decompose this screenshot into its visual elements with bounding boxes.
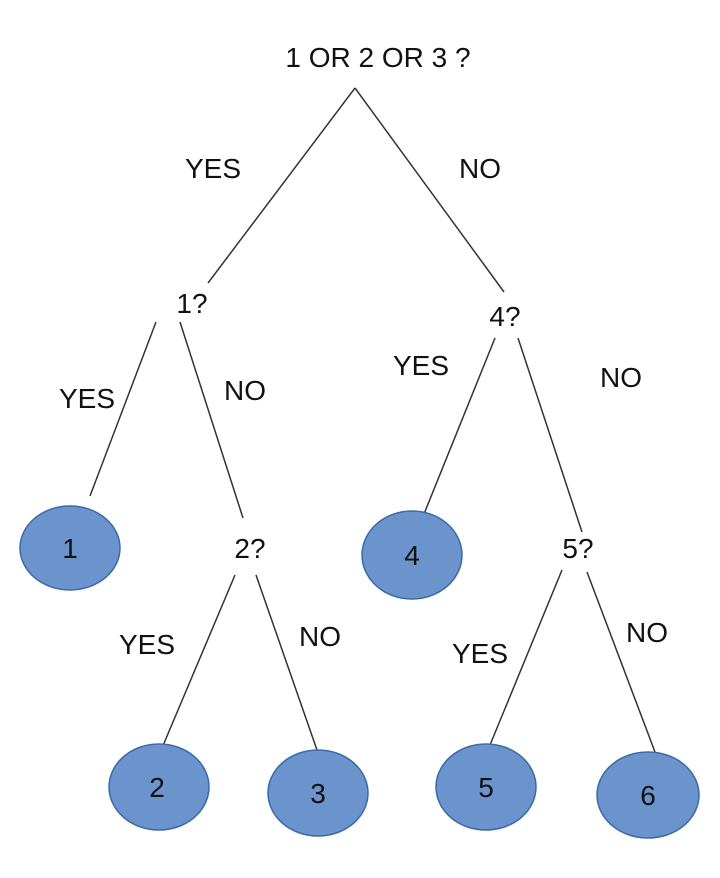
question-1: 1?: [176, 288, 207, 319]
leaf-node-3: 3: [267, 749, 369, 837]
leaf-label-1: 1: [62, 533, 78, 564]
edge-label-q2-no: NO: [299, 621, 341, 652]
root-question: 1 OR 2 OR 3 ?: [285, 42, 470, 73]
leaf-label-6: 6: [640, 780, 656, 811]
edge-label-q4-yes: YES: [393, 350, 449, 381]
leaf-node-5: 5: [435, 743, 537, 831]
leaf-label-2: 2: [149, 772, 165, 803]
edge-label-q5-yes: YES: [452, 638, 508, 669]
edge-label-q5-no: NO: [626, 617, 668, 648]
leaf-ellipse-6: [596, 751, 700, 839]
leaf-node-6: 6: [596, 751, 700, 839]
edge-label-root-no: NO: [459, 153, 501, 184]
edge-label-root-yes: YES: [185, 153, 241, 184]
edge-label-q2-yes: YES: [119, 629, 175, 660]
edge-q2-to-leaf2: [161, 574, 236, 749]
leaf-ellipse-4: [361, 510, 463, 600]
leaf-label-4: 4: [404, 540, 420, 571]
edge-q1-to-leaf1: [89, 321, 157, 497]
leaf-label-3: 3: [310, 778, 326, 809]
edge-label-q1-yes: YES: [59, 383, 115, 414]
leaf-ellipse-1: [19, 505, 121, 591]
question-2: 2?: [234, 533, 265, 564]
edge-q2-to-leaf3: [255, 574, 318, 751]
leaf-ellipse-3: [267, 749, 369, 837]
leaf-ellipse-2: [108, 743, 210, 831]
question-4: 4?: [489, 301, 520, 332]
leaf-label-5: 5: [478, 772, 494, 803]
question-5: 5?: [562, 533, 593, 564]
edge-label-q1-no: NO: [224, 375, 266, 406]
edge-root-to-q4: [354, 87, 505, 293]
edge-q4-to-q5: [517, 337, 583, 533]
edge-q4-to-leaf4: [423, 337, 496, 515]
edge-q5-to-leaf5: [489, 569, 563, 746]
edge-q1-to-q2: [179, 321, 244, 519]
leaf-node-4: 4: [361, 510, 463, 600]
leaf-node-1: 1: [19, 505, 121, 591]
edge-root-to-q1: [207, 87, 356, 284]
edge-q5-to-leaf6: [586, 571, 656, 753]
leaf-ellipse-5: [435, 743, 537, 831]
edge-label-q4-no: NO: [600, 362, 642, 393]
leaf-node-2: 2: [108, 743, 210, 831]
